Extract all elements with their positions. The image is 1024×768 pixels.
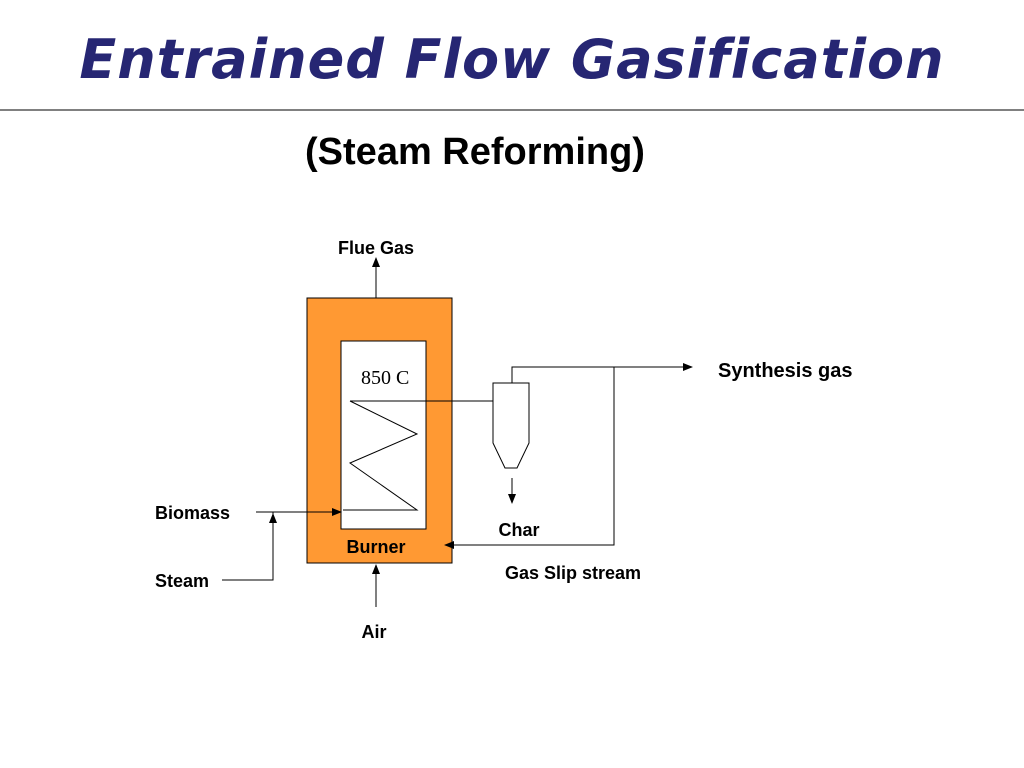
synthesis-gas-label: Synthesis gas (718, 360, 853, 382)
page-subtitle: (Steam Reforming) (305, 131, 645, 173)
air-label: Air (361, 622, 386, 642)
page-title: Entrained Flow Gasification (79, 28, 945, 91)
gas-slip-stream-line (444, 367, 615, 549)
title-divider (0, 109, 1024, 111)
temperature-label: 850 C (361, 367, 409, 389)
synthesis-gas-line (511, 363, 693, 383)
biomass-label: Biomass (155, 503, 230, 523)
reactor-zigzag (343, 400, 419, 511)
burner-label: Burner (346, 537, 405, 557)
gas-slip-stream-label: Gas Slip stream (505, 563, 641, 583)
cyclone-separator (492, 382, 530, 469)
steam-label: Steam (155, 571, 209, 591)
reactor-chamber (340, 340, 427, 530)
char-label: Char (498, 520, 539, 540)
flue-gas-label: Flue Gas (338, 238, 414, 258)
steam-line (222, 512, 274, 581)
